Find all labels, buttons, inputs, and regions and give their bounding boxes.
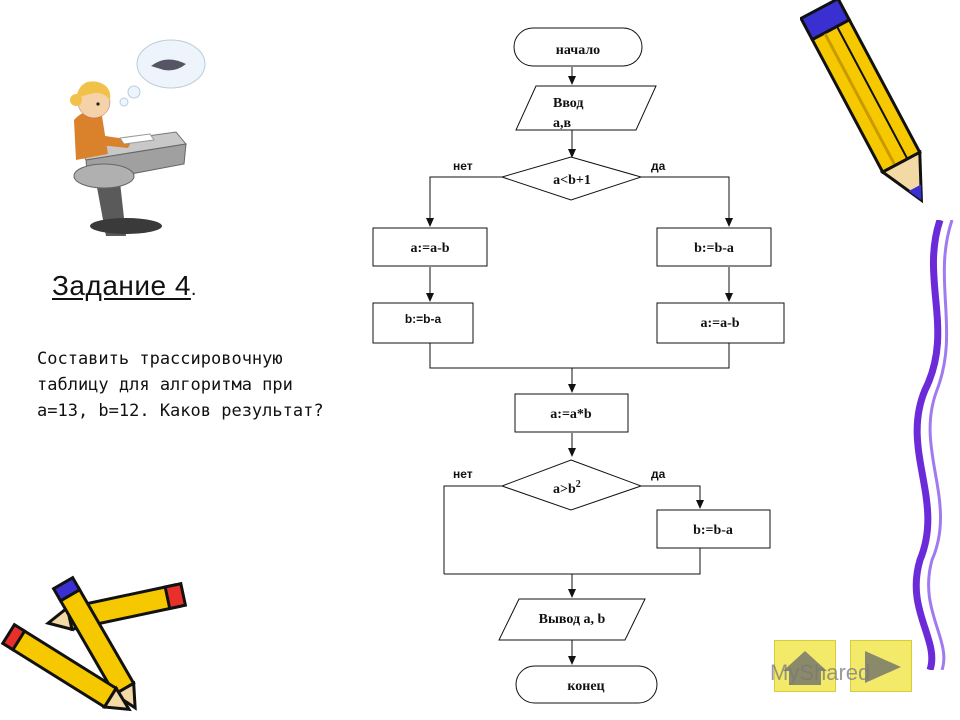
girl-at-desk-illustration [70,39,206,236]
condition-1-no-label: нет [453,159,473,173]
line-cond2-join [444,548,701,575]
condition-2-action-label: b:=b-a [693,523,733,538]
home-button[interactable] [774,640,836,692]
play-arrow-icon [865,651,901,683]
condition-2-base: a>b [553,482,576,497]
task-line-2: таблицу для алгоритма при [37,375,293,395]
left-process-2-label: b:=b-a [405,312,442,326]
input-parallelogram [515,85,657,131]
condition-2-action [656,509,771,549]
task-line-3: a=13, b=12. Каков результат? [37,401,324,421]
condition-1-yes-label: да [651,159,666,173]
start-label: начало [556,43,600,58]
arrow-cond2-yes [641,485,704,509]
merge-process [514,393,629,433]
input-label-line2: a,в [553,116,572,131]
condition-2-label: a>b2 [553,479,581,497]
home-icon [783,651,827,685]
end-label: конец [567,679,604,694]
task-text: Составить трассировочную таблицу для алг… [37,346,377,424]
condition-2-superscript: 2 [576,479,581,490]
input-label-line1: Ввод [553,96,583,111]
right-process-2-label: a:=a-b [700,316,739,331]
merge-process-label: a:=a*b [550,407,592,422]
crossed-pencils-icon [0,575,188,712]
start-terminal [513,27,643,67]
left-process-2 [372,302,474,344]
wavy-border-decoration [912,220,954,670]
end-terminal [515,665,658,704]
pencil-top-right-icon [800,0,924,204]
condition-2-yes-label: да [651,467,666,481]
condition-1-label: a<b+1 [553,173,591,188]
output-label: Вывод a, b [539,612,606,627]
right-process-1-label: b:=b-a [694,241,734,256]
condition-2-no-label: нет [453,467,473,481]
condition-2-diamond [500,459,643,511]
left-process-1 [372,227,488,267]
output-parallelogram [498,598,646,641]
line-cond2-no [443,485,502,574]
condition-1-diamond [500,156,643,201]
left-process-1-label: a:=a-b [410,241,449,256]
task-line-1: Составить трассировочную [37,349,283,369]
right-process-2 [656,302,785,344]
slide-title-text: Задание 4 [52,270,191,301]
slide-title: Задание 4. [52,270,197,302]
arrow-cond1-no [426,176,502,227]
right-process-1 [656,227,772,267]
arrow-cond1-yes [641,176,733,227]
slide-title-suffix: . [190,278,197,300]
next-slide-button[interactable] [850,640,912,692]
watermark: MyShared [770,660,871,685]
merge-line [429,343,730,369]
